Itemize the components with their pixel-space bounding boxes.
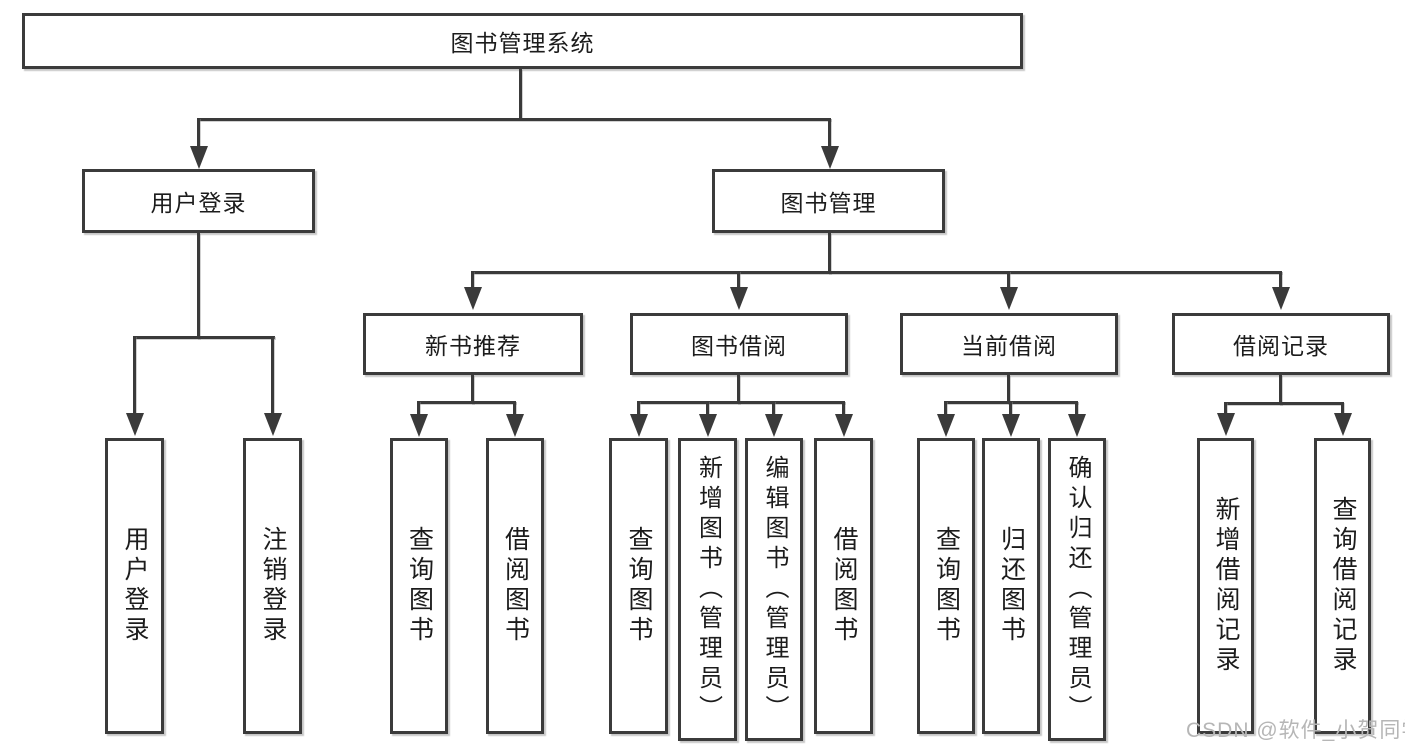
leaf-records-query-record: 查询借阅记录 [1314, 438, 1371, 734]
arrowhead-cur-query [937, 414, 955, 437]
node-book-borrow: 图书借阅 [630, 313, 848, 375]
arrowhead-bw-borrow [835, 414, 853, 437]
arrowhead-book-mgmt [821, 146, 839, 169]
node-book-management-label: 图书管理 [780, 190, 877, 216]
node-borrow-records: 借阅记录 [1172, 313, 1390, 375]
arrowhead-bw-query [630, 414, 648, 437]
connector-drop-current-borrow [1007, 271, 1010, 288]
leaf-records-add-record: 新增借阅记录 [1197, 438, 1254, 734]
leaf-current-query-books: 查询图书 [917, 438, 975, 734]
arrowhead-borrow-records [1272, 287, 1290, 310]
leaf-current-return-books: 归还图书 [982, 438, 1040, 734]
connector-drop-nb-borrow [513, 401, 516, 415]
leaf-borrow-add-books-admin-label: 新增图书（管理员） [694, 454, 722, 725]
connector-drop-rec-query [1341, 402, 1344, 415]
leaf-newbook-query-books-label: 查询图书 [405, 526, 434, 646]
connector-drop-nb-query [417, 401, 420, 415]
node-book-management: 图书管理 [712, 169, 945, 233]
connector-drop-borrow-records [1279, 271, 1282, 288]
node-user-login-label: 用户登录 [150, 190, 247, 216]
leaf-borrow-add-books-admin: 新增图书（管理员） [678, 438, 737, 741]
arrowhead-cur-return [1002, 414, 1020, 437]
leaf-records-query-record-label: 查询借阅记录 [1329, 496, 1357, 676]
connector-bookmgmt-stem [828, 233, 831, 274]
arrowhead-current-borrow [1000, 287, 1018, 310]
leaf-current-confirm-return-admin: 确认归还（管理员） [1048, 438, 1106, 741]
connector-drop-bw-query [637, 401, 640, 415]
arrowhead-leaf-logout [264, 413, 282, 436]
connector-drop-new-book [471, 271, 474, 288]
arrowhead-book-borrow [730, 287, 748, 310]
node-user-login: 用户登录 [82, 169, 315, 233]
leaf-user-login-label: 用户登录 [121, 526, 149, 646]
arrowhead-rec-query [1334, 413, 1352, 436]
leaf-current-confirm-return-admin-label: 确认归还（管理员） [1064, 454, 1091, 725]
node-new-book-recommend: 新书推荐 [363, 313, 583, 375]
node-borrow-records-label: 借阅记录 [1233, 333, 1329, 359]
node-current-borrow-label: 当前借阅 [961, 333, 1057, 359]
arrowhead-nb-query [410, 414, 428, 437]
connector-drop-leaf-user-login [133, 336, 136, 414]
node-root-label: 图书管理系统 [450, 30, 595, 56]
connector-drop-bw-add [706, 401, 709, 415]
connector-records-stem [1279, 375, 1282, 405]
leaf-current-query-books-label: 查询图书 [932, 526, 961, 646]
connector-root-stem [519, 69, 522, 120]
leaf-user-login: 用户登录 [105, 438, 164, 734]
connector-drop-bw-edit [772, 401, 775, 415]
watermark: CSDN @软件_小贺同学 [1186, 719, 1405, 742]
arrowhead-rec-add [1217, 413, 1235, 436]
connector-drop-user-login [197, 118, 200, 148]
connector-current-stem [1007, 375, 1010, 404]
connector-drop-book-mgmt [828, 118, 831, 148]
arrowhead-leaf-user-login [126, 413, 144, 436]
connector-records-bus [1224, 402, 1343, 405]
connector-drop-cur-query [944, 401, 947, 415]
leaf-borrow-query-books: 查询图书 [609, 438, 668, 734]
leaf-borrow-borrow-books: 借阅图书 [814, 438, 873, 734]
connector-drop-rec-add [1224, 402, 1227, 415]
leaf-borrow-borrow-books-label: 借阅图书 [830, 526, 858, 646]
node-book-borrow-label: 图书借阅 [691, 333, 787, 359]
connector-drop-leaf-logout [271, 336, 274, 414]
connector-root-bus [197, 118, 831, 121]
arrowhead-nb-borrow [506, 414, 524, 437]
connector-drop-book-borrow [737, 271, 740, 288]
node-new-book-recommend-label: 新书推荐 [425, 333, 521, 359]
arrowhead-new-book [464, 287, 482, 310]
leaf-borrow-edit-books-admin: 编辑图书（管理员） [745, 438, 803, 741]
leaf-newbook-borrow-books-label: 借阅图书 [501, 526, 530, 646]
connector-borrow-bus [637, 401, 845, 404]
connector-borrow-stem [737, 375, 740, 404]
connector-drop-cur-return [1009, 401, 1012, 415]
node-root: 图书管理系统 [22, 13, 1023, 69]
leaf-current-return-books-label: 归还图书 [997, 526, 1026, 646]
arrowhead-cur-confirm [1068, 414, 1086, 437]
leaf-records-add-record-label: 新增借阅记录 [1212, 496, 1240, 676]
leaf-borrow-edit-books-admin-label: 编辑图书（管理员） [761, 454, 788, 725]
leaf-newbook-query-books: 查询图书 [390, 438, 448, 734]
connector-drop-bw-borrow [842, 401, 845, 415]
arrowhead-user-login [190, 146, 208, 169]
leaf-logout-label: 注销登录 [259, 526, 287, 646]
arrowhead-bw-add [699, 414, 717, 437]
connector-drop-cur-confirm [1075, 401, 1078, 415]
node-current-borrow: 当前借阅 [900, 313, 1118, 375]
connector-userlogin-stem [197, 233, 200, 339]
leaf-borrow-query-books-label: 查询图书 [625, 526, 653, 646]
connector-userlogin-bus [133, 336, 275, 339]
leaf-logout: 注销登录 [243, 438, 302, 734]
connector-newbook-stem [471, 375, 474, 404]
connector-bookmgmt-bus [472, 271, 1282, 274]
arrowhead-bw-edit [765, 414, 783, 437]
connector-newbook-bus [417, 401, 516, 404]
leaf-newbook-borrow-books: 借阅图书 [486, 438, 544, 734]
